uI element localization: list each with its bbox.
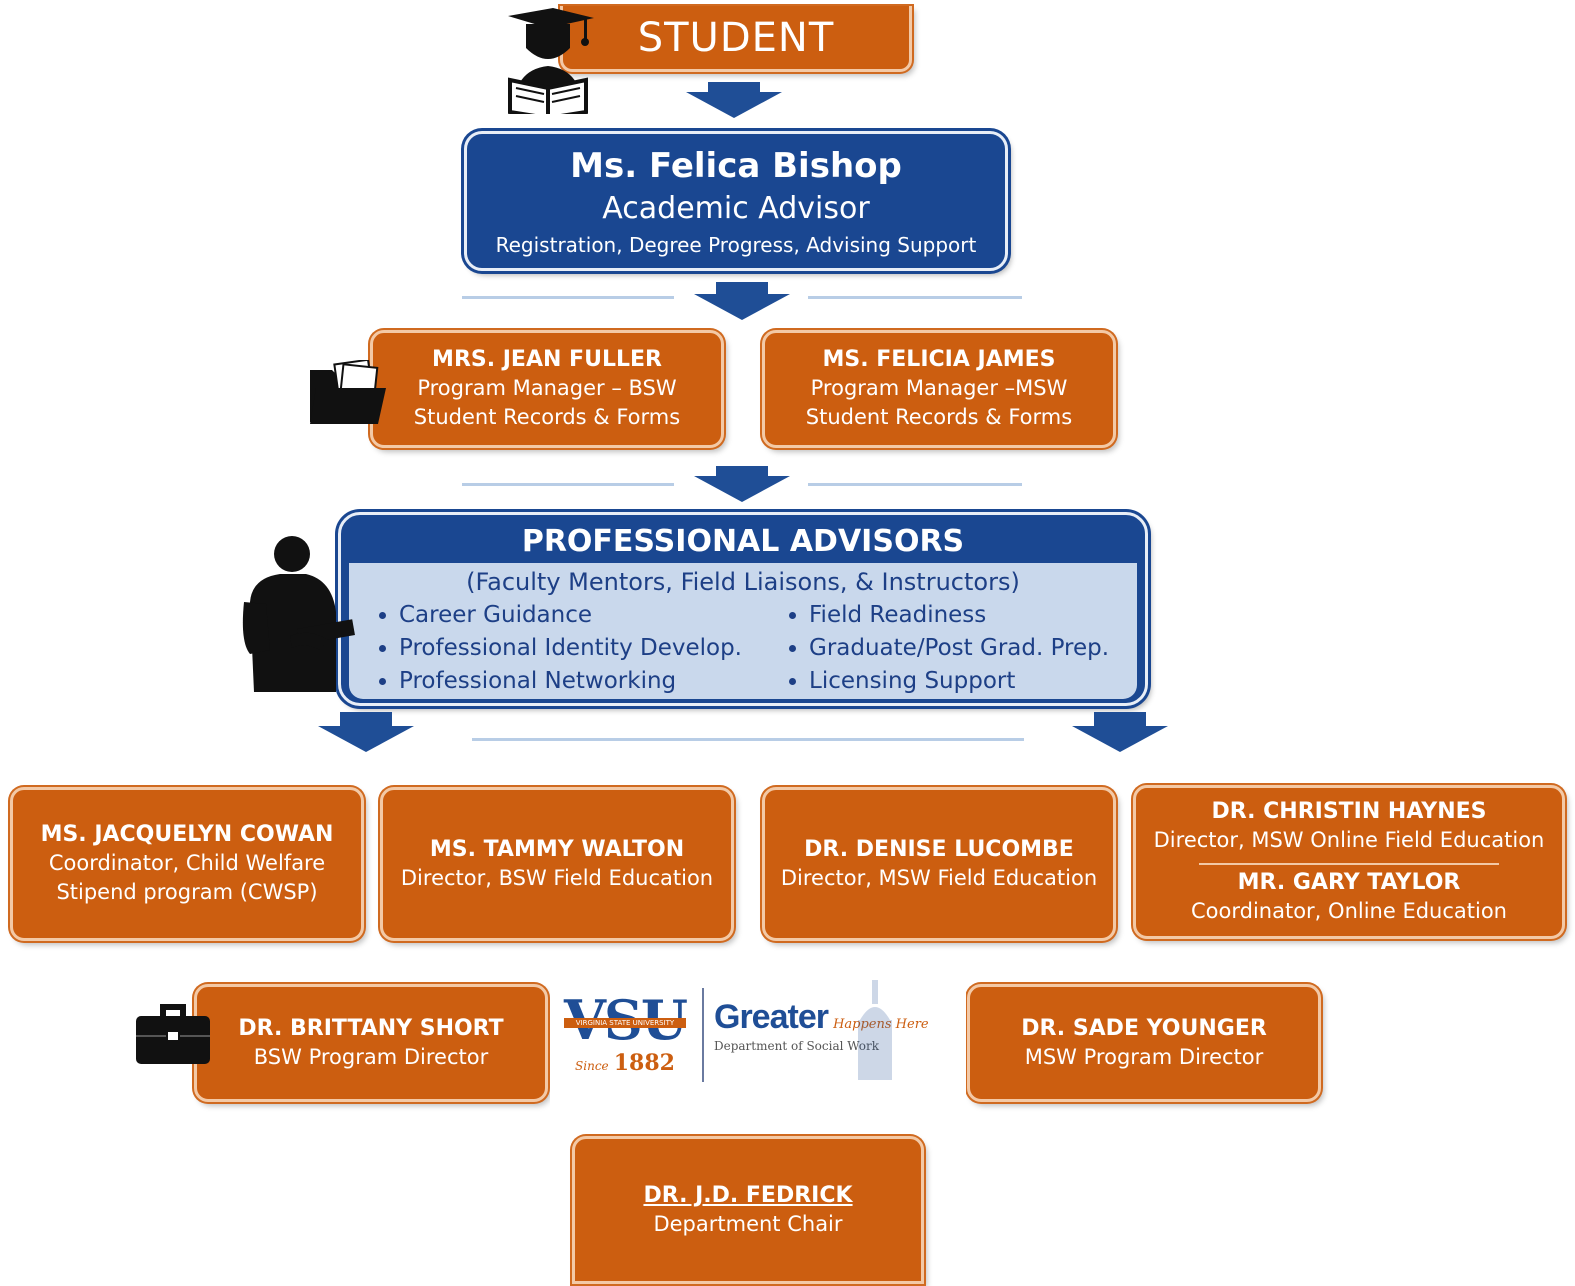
person-clipboard-icon (240, 532, 360, 692)
advisors-subtitle: (Faculty Mentors, Field Liaisons, & Inst… (466, 568, 1020, 596)
advisor-name: Ms. Felica Bishop (570, 146, 902, 186)
divider-line (808, 296, 1022, 299)
divider-line (462, 296, 674, 299)
list-item: Graduate/Post Grad. Prep. (809, 632, 1109, 665)
divider-line (462, 483, 674, 486)
folder-icon (306, 358, 388, 426)
staff-name: MRS. JEAN FULLER (432, 347, 662, 372)
staff-role: Program Manager – BSW (417, 376, 677, 400)
divider-line (808, 483, 1022, 486)
graduate-reading-icon (498, 8, 598, 121)
online-staff-box: DR. CHRISTIN HAYNES Director, MSW Online… (1133, 785, 1565, 939)
flow-arrow (686, 82, 782, 118)
flow-arrow (694, 466, 790, 502)
list-item: Professional Identity Develop. (399, 632, 779, 665)
staff-name: DR. CHRISTIN HAYNES (1211, 799, 1487, 824)
program-director-box: DR. SADE YOUNGER MSW Program Director (967, 984, 1321, 1102)
list-item: Licensing Support (809, 665, 1109, 698)
staff-role: Director, BSW Field Education (400, 865, 714, 890)
advisor-title: Academic Advisor (602, 191, 870, 226)
program-manager-box: MRS. JEAN FULLER Program Manager – BSW S… (370, 330, 724, 448)
staff-role: Director, MSW Field Education (780, 865, 1098, 890)
advisors-panel: (Faculty Mentors, Field Liaisons, & Inst… (349, 563, 1137, 699)
student-box: STUDENT (560, 6, 912, 72)
staff-role: Coordinator, Child Welfare (48, 851, 326, 875)
staff-name: MS. TAMMY WALTON (429, 836, 685, 862)
advisors-list: Career Guidance Professional Identity De… (349, 599, 1137, 698)
vsu-logo: VSU VIRGINIA STATE UNIVERSITY Since 1882… (550, 966, 966, 1108)
advisors-list-left: Career Guidance Professional Identity De… (349, 599, 779, 698)
staff-box: MS. JACQUELYN COWAN Coordinator, Child W… (10, 787, 364, 941)
logo-divider (702, 988, 704, 1082)
greater-tagline: Happens Here (833, 1017, 929, 1032)
staff-role: Stipend program (CWSP) (56, 880, 318, 904)
list-item: Professional Networking (399, 665, 779, 698)
staff-role: Department Chair (653, 1211, 843, 1236)
program-manager-box: MS. FELICIA JAMES Program Manager –MSW S… (762, 330, 1116, 448)
greater-word: Greater (714, 998, 829, 1036)
vsu-year: 1882 (613, 1050, 675, 1076)
staff-name: DR. DENISE LUCOMBE (804, 836, 1074, 862)
divider-line (472, 738, 1024, 741)
staff-role: MSW Program Director (1024, 1044, 1264, 1069)
staff-role: Student Records & Forms (413, 405, 681, 429)
department-chair-box: DR. J.D. FEDRICK Department Chair (572, 1136, 924, 1284)
staff-name: DR. J.D. FEDRICK (643, 1182, 853, 1208)
professional-advisors-box: PROFESSIONAL ADVISORS (Faculty Mentors, … (338, 512, 1148, 706)
vsu-since: Since (575, 1059, 609, 1073)
list-item: Career Guidance (399, 599, 779, 632)
vsu-university-band: VIRGINIA STATE UNIVERSITY (564, 1018, 686, 1028)
staff-role: Coordinator, Online Education (1191, 899, 1507, 923)
staff-name: MS. FELICIA JAMES (822, 347, 1056, 372)
flow-arrow (1072, 712, 1168, 752)
capitol-watermark (850, 980, 900, 1080)
department-name: Department of Social Work (714, 1039, 880, 1053)
staff-name: MS. JACQUELYN COWAN (40, 822, 334, 847)
flow-arrow (694, 282, 790, 320)
staff-role: Program Manager –MSW (810, 376, 1068, 400)
program-director-box: DR. BRITTANY SHORT BSW Program Director (194, 984, 548, 1102)
staff-role: Director, MSW Online Field Education (1153, 828, 1545, 852)
briefcase-icon (134, 1000, 212, 1066)
advisor-duties: Registration, Degree Progress, Advising … (495, 233, 977, 257)
staff-name: MR. GARY TAYLOR (1237, 870, 1461, 895)
flow-arrow (318, 712, 414, 752)
staff-role: BSW Program Director (253, 1044, 489, 1069)
staff-name: DR. SADE YOUNGER (1021, 1015, 1267, 1041)
box-divider (1199, 863, 1499, 865)
advisors-list-right: Field Readiness Graduate/Post Grad. Prep… (779, 599, 1109, 698)
staff-box: MS. TAMMY WALTON Director, BSW Field Edu… (380, 787, 734, 941)
student-label: STUDENT (637, 14, 835, 61)
vsu-monogram: VSU VIRGINIA STATE UNIVERSITY Since 1882 (560, 990, 690, 1086)
staff-role: Student Records & Forms (805, 405, 1073, 429)
advisors-title: PROFESSIONAL ADVISORS (521, 524, 965, 559)
staff-box: DR. DENISE LUCOMBE Director, MSW Field E… (762, 787, 1116, 941)
list-item: Field Readiness (809, 599, 1109, 632)
academic-advisor-box: Ms. Felica Bishop Academic Advisor Regis… (464, 131, 1008, 271)
staff-name: DR. BRITTANY SHORT (238, 1015, 504, 1041)
